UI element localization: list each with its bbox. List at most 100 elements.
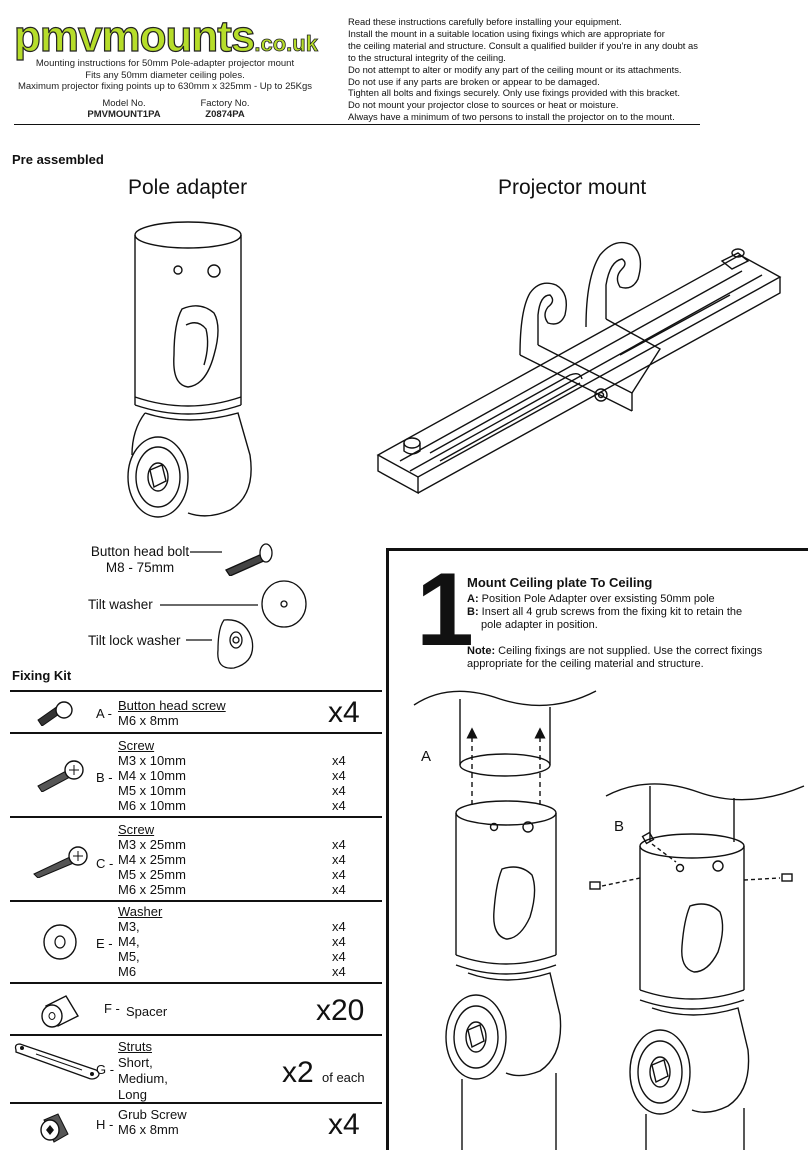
kit-item-name: Button head screw M6 x 8mm	[118, 698, 226, 728]
kit-item-size: M6	[118, 964, 137, 979]
step-frame-top	[386, 548, 808, 551]
kit-letter: C -	[96, 856, 114, 871]
kit-quantity-suffix: of each	[322, 1070, 365, 1085]
kit-quantity: x4	[332, 783, 346, 798]
kit-quantity: x4	[332, 882, 346, 897]
fixing-kit-heading: Fixing Kit	[12, 668, 72, 683]
step-number: 1	[416, 552, 474, 668]
kit-quantity: x2	[282, 1056, 314, 1089]
intro-line: Fits any 50mm diameter ceiling poles.	[85, 69, 245, 81]
logo-suffix: .co.uk	[254, 31, 318, 57]
strut-icon	[14, 1043, 100, 1080]
screw-10mm-icon	[37, 760, 84, 792]
kit-item-size: Long	[118, 1087, 147, 1102]
kit-row-h: H - Grub Screw M6 x 8mm x4	[10, 1102, 382, 1150]
kit-item-title: Struts	[118, 1039, 152, 1054]
kit-item-title: Button head screw	[118, 698, 226, 713]
brand-logo: pmvmounts.co.uk	[13, 13, 318, 60]
tilt-lock-washer-label: Tilt lock washer	[88, 633, 181, 648]
kit-item-size: M5 x 25mm	[118, 867, 186, 882]
step-a-key: A:	[467, 593, 479, 605]
kit-item-name: Screw M3 x 25mm M4 x 25mm M5 x 25mm M6 x…	[118, 822, 186, 897]
kit-letter: G -	[96, 1062, 115, 1077]
warning-line: Read these instructions carefully before…	[348, 16, 622, 27]
kit-row-f: F - Spacer x20	[10, 982, 382, 1034]
model-number: Model No. PMVMOUNT1PA	[84, 98, 164, 120]
bolt-label-line: Button head bolt	[90, 544, 190, 559]
kit-letter: A -	[96, 706, 112, 721]
kit-quantity: x4	[332, 768, 346, 783]
kit-letter: F -	[104, 1001, 120, 1016]
kit-item-size: M6 x 10mm	[118, 798, 186, 813]
kit-item-size: M5,	[118, 949, 140, 964]
kit-quantity: x4	[328, 696, 360, 729]
tilt-lock-washer-drawing	[186, 619, 254, 669]
factory-number: Factory No. Z0874PA	[190, 98, 260, 120]
warning-line: Do not attempt to alter or modify any pa…	[348, 63, 682, 75]
kit-quantity: x4	[332, 867, 346, 882]
tilt-washer-drawing	[160, 580, 307, 628]
kit-item-size: M3 x 10mm	[118, 753, 186, 768]
kit-item-size: M4,	[118, 934, 140, 949]
kit-quantity: x4	[332, 798, 346, 813]
grub-screw-icon	[40, 1113, 69, 1143]
kit-item-name: Grub Screw M6 x 8mm	[118, 1107, 187, 1137]
warning-line: Do not mount your projector close to sou…	[348, 99, 619, 111]
kit-row-a: A - Button head screw M6 x 8mm x4	[10, 690, 382, 732]
kit-item-name: Washer M3, M4, M5, M6	[118, 904, 162, 979]
kit-item-size: M5 x 10mm	[118, 783, 186, 798]
kit-item-size: M3,	[118, 919, 140, 934]
kit-letter: B -	[96, 770, 113, 785]
projector-mount-title: Projector mount	[498, 176, 647, 199]
diagram-label-a: A	[421, 748, 432, 765]
intro-line: Maximum projector fixing points up to 63…	[17, 81, 313, 92]
warning-line: Do not use if any parts are broken or ap…	[348, 75, 600, 87]
kit-row-c: C - Screw M3 x 25mm M4 x 25mm M5 x 25mm …	[10, 816, 382, 900]
warning-line: Tighten all bolts and fixings securely. …	[348, 87, 680, 99]
note-key: Note:	[467, 645, 496, 657]
kit-quantity: x4	[328, 1108, 360, 1141]
step-b-text-cont: pole adapter in position.	[481, 619, 598, 631]
header-divider	[14, 124, 700, 125]
kit-item-size: M3 x 25mm	[118, 837, 186, 852]
model-label: Model No.	[102, 98, 146, 109]
safety-warnings: Read these instructions carefully before…	[348, 16, 708, 123]
kit-item-title: Screw	[118, 738, 155, 753]
kit-quantity: x20	[316, 994, 365, 1027]
kit-item-size: M6 x 8mm	[118, 1122, 179, 1137]
model-value: PMVMOUNT1PA	[87, 109, 161, 120]
warning-line: Install the mount in a suitable location…	[348, 27, 665, 39]
kit-item-title: Screw	[118, 822, 155, 837]
kit-quantity: x4	[332, 964, 346, 979]
kit-item-size: M4 x 10mm	[118, 768, 186, 783]
kit-quantities: x4 x4 x4 x4	[332, 753, 346, 813]
button-head-bolt-label: Button head bolt M8 - 75mm	[90, 544, 190, 576]
step-b-key: B:	[467, 606, 479, 618]
kit-quantity: x4	[332, 919, 346, 934]
kit-item-size: M6 x 25mm	[118, 882, 186, 897]
kit-quantity: x4	[332, 837, 346, 852]
factory-value: Z0874PA	[205, 109, 245, 120]
step-note: Note: Ceiling fixings are not supplied. …	[467, 645, 797, 671]
step-frame-left	[386, 548, 389, 1150]
pole-adapter-illustration	[127, 221, 252, 518]
product-intro: Mounting instructions for 50mm Pole-adap…	[0, 58, 330, 93]
warning-line: the ceiling material and structure. Cons…	[348, 39, 698, 51]
spacer-icon	[41, 995, 79, 1028]
kit-item-size: Medium,	[118, 1071, 168, 1086]
button-head-bolt-drawing	[190, 543, 273, 576]
warning-line: to the structural integrity of the ceili…	[348, 51, 506, 63]
kit-row-g: G - Struts Short, Medium, Long x2 of eac…	[10, 1034, 382, 1102]
intro-line: Mounting instructions for 50mm Pole-adap…	[35, 58, 295, 69]
bolt-label-line: M8 - 75mm	[105, 560, 175, 575]
screw-25mm-icon	[33, 846, 88, 878]
kit-row-b: B - Screw M3 x 10mm M4 x 10mm M5 x 10mm …	[10, 732, 382, 816]
kit-quantities: x4 x4 x4 x4	[332, 919, 346, 979]
kit-quantity: x4	[332, 852, 346, 867]
diagram-label-b: B	[614, 818, 625, 835]
kit-item-size: M4 x 25mm	[118, 852, 186, 867]
kit-item-size: Short,	[118, 1055, 153, 1070]
kit-quantity: x4	[332, 949, 346, 964]
kit-quantity: x4	[332, 934, 346, 949]
kit-quantity: x4	[332, 753, 346, 768]
